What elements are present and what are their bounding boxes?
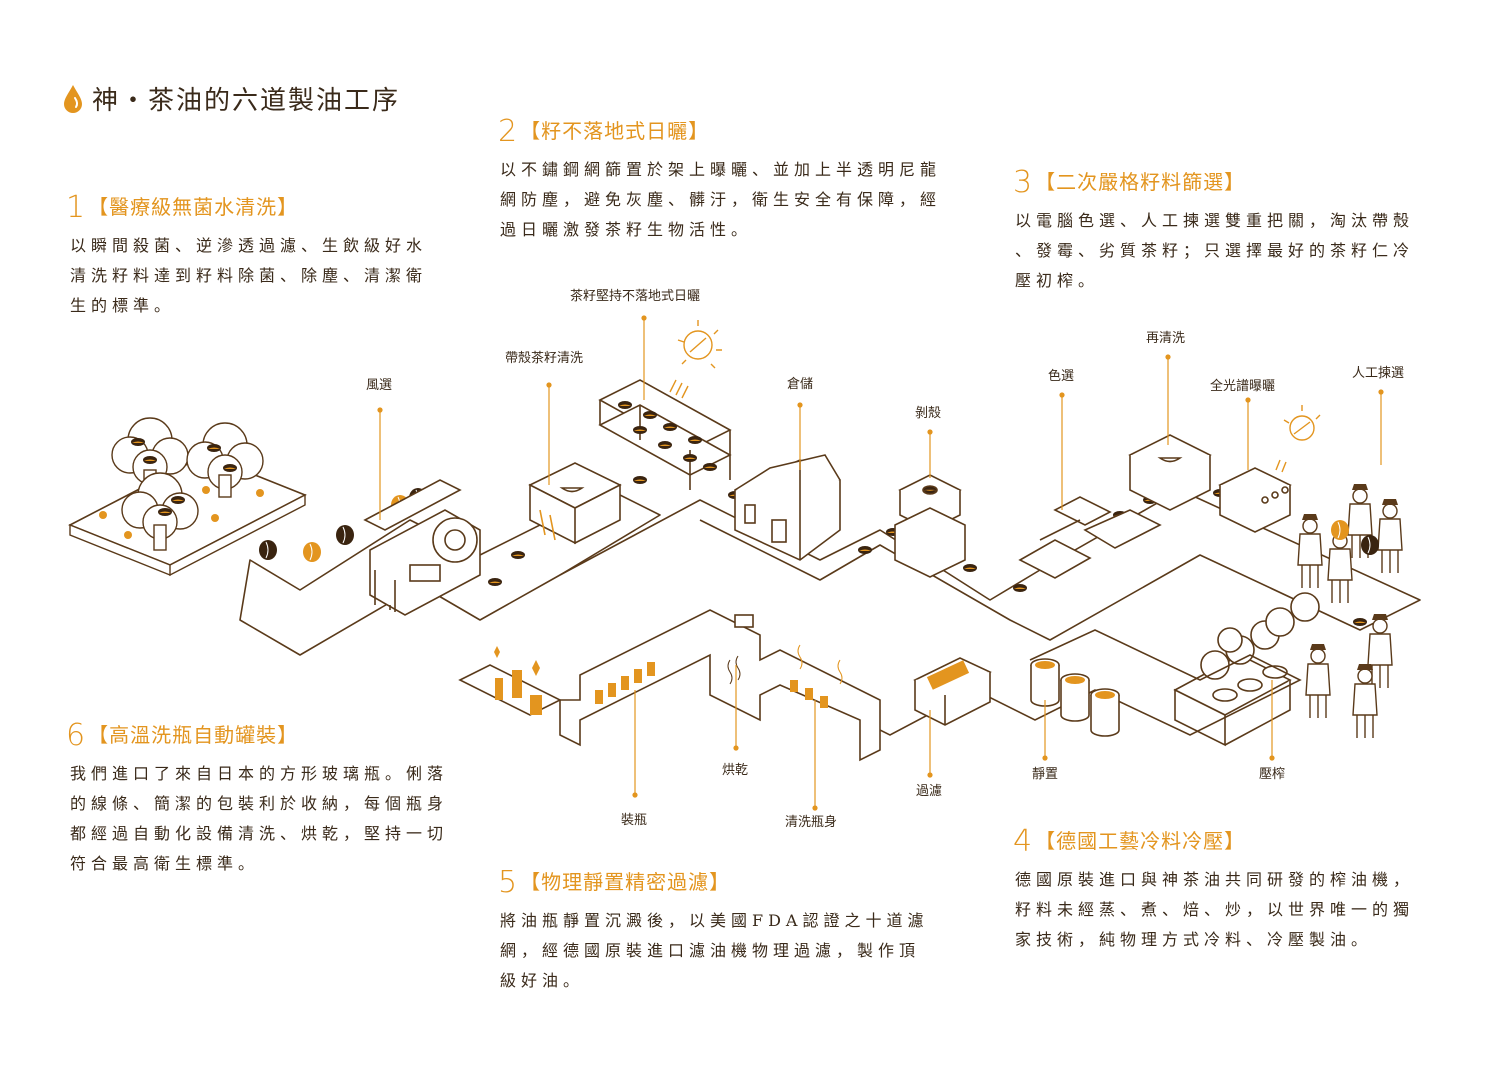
step-4-title: 4【德國工藝冷料冷壓】	[1013, 824, 1246, 859]
label-filter: 過濾	[916, 784, 942, 799]
wind-separator	[363, 479, 481, 616]
step-3-desc: 以電腦色選、人工揀選雙重把關，淘汰帶殼、發霉、劣質茶籽；只選擇最好的茶籽仁冷壓初…	[1015, 211, 1415, 290]
press-machines	[1173, 592, 1320, 747]
wash-box	[528, 462, 622, 545]
rewash-box	[1128, 434, 1212, 511]
step-3-title: 3【二次嚴格籽料篩選】	[1013, 165, 1246, 200]
drying-rack	[598, 379, 732, 490]
step-4-desc: 德國原裝進口與神茶油共同研發的榨油機，籽料未經蒸、煮、焙、炒，以世界唯一的獨家技…	[1015, 870, 1415, 949]
color-sorter	[1018, 496, 1162, 579]
label-bottling: 裝瓶	[621, 813, 647, 828]
label-sun-dry: 茶籽堅持不落地式日曬	[570, 288, 700, 304]
label-storage: 倉儲	[787, 377, 813, 392]
step-1-title: 1【醫療級無菌水清洗】	[66, 190, 299, 225]
label-press: 壓榨	[1259, 766, 1285, 782]
label-dry: 烘乾	[722, 763, 748, 778]
label-settle: 靜置	[1032, 767, 1058, 782]
bottle-line	[458, 609, 881, 762]
step-5-desc: 將油瓶靜置沉澱後，以美國FDA認證之十道濾網，經德國原裝進口濾油機物理過濾，製作…	[500, 911, 929, 990]
page-title: 神‧茶油的六道製油工序	[62, 80, 400, 117]
oil-drop-icon	[64, 84, 82, 113]
bottles	[494, 644, 843, 715]
label-spectrum: 全光譜曝曬	[1210, 378, 1275, 394]
step-6-title: 6【高溫洗瓶自動罐裝】	[66, 718, 299, 753]
label-color-sort: 色選	[1048, 368, 1074, 384]
title-text: 神‧茶油的六道製油工序	[92, 86, 401, 116]
sheller-machine	[894, 474, 966, 578]
leader-lines	[377, 315, 1384, 811]
storage-barn	[734, 454, 841, 561]
step-1-desc: 以瞬間殺菌、逆滲透過濾、生飲級好水清洗籽料達到籽料除菌、除塵、清潔衛生的標準。	[70, 236, 428, 315]
label-rewash: 再清洗	[1146, 331, 1185, 346]
spectrum-dryer	[1218, 467, 1292, 533]
label-wash-shell: 帶殼茶籽清洗	[505, 350, 583, 366]
label-wind: 風選	[366, 378, 392, 393]
settling-tanks	[1030, 658, 1120, 737]
sun-icon-2	[1275, 405, 1321, 473]
step-2-title: 2【籽不落地式日曬】	[498, 114, 710, 149]
step-5-title: 5【物理靜置精密過濾】	[498, 865, 731, 900]
sun-icon	[669, 320, 722, 399]
label-wash-bottle: 清洗瓶身	[785, 814, 837, 830]
filter-machine	[913, 657, 992, 726]
tree-platform	[68, 417, 307, 577]
step-2-desc: 以不鏽鋼網篩置於架上曝曬、並加上半透明尼龍網防塵，避免灰塵、髒汙，衛生安全有保障…	[500, 160, 942, 239]
step-6-desc: 我們進口了來自日本的方形玻璃瓶。俐落的線條、簡潔的包裝利於收納，每個瓶身都經過自…	[70, 764, 449, 873]
label-shelling: 剝殼	[915, 406, 941, 421]
workers-press	[1305, 613, 1393, 739]
label-hand-pick: 人工揀選	[1352, 366, 1404, 381]
